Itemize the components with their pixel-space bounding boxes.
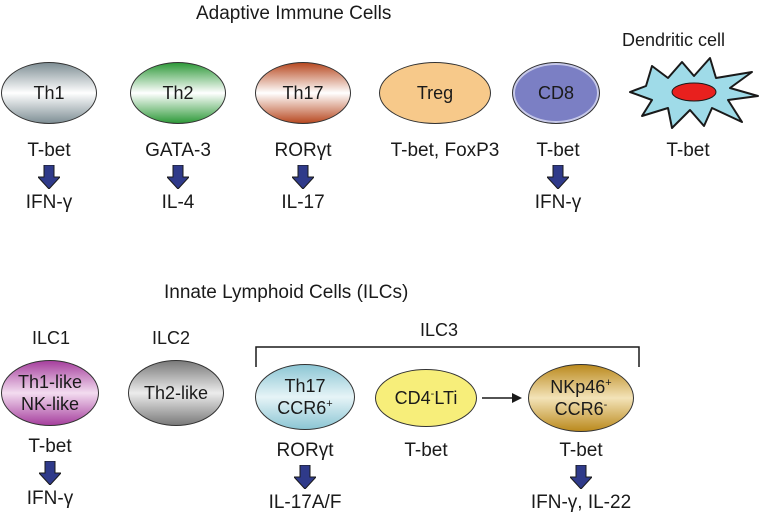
ilc3-bracket <box>255 346 640 367</box>
nkp46-tf: T-bet <box>559 440 603 461</box>
nkp46-line1-sup: + <box>605 377 612 389</box>
ilc3-th17-cytokine: IL-17A/F <box>268 492 342 513</box>
dendritic-nucleus <box>671 82 717 102</box>
ilc3-th17-tf: RORγt <box>276 440 334 461</box>
ilc1-line2: NK-like <box>20 394 79 414</box>
dendritic-tf: T-bet <box>666 140 710 161</box>
ilc3-th17-cell: Th17 CCR6+ <box>255 364 355 430</box>
ilc3-th17-line1: Th17 <box>284 376 326 396</box>
nkp46-cytokine: IFN-γ, IL-22 <box>530 492 632 513</box>
ilc1-tf: T-bet <box>28 436 72 457</box>
lti-pre: CD4 <box>394 388 431 408</box>
ilc1-group-label: ILC1 <box>32 328 71 348</box>
th2-arrow-icon <box>167 165 189 189</box>
nkp46-cell: NKp46+ CCR6- <box>528 364 634 432</box>
cd8-label: CD8 <box>537 83 574 103</box>
ilc1-cell: Th1-like NK-like <box>1 360 99 426</box>
th1-label: Th1 <box>33 83 65 103</box>
nkp46-line1: NKp46 <box>550 377 606 397</box>
ilc2-cell: Th2-like <box>128 360 224 426</box>
th2-label: Th2 <box>162 83 194 103</box>
lti-sup: - <box>430 388 435 400</box>
lti-cell: CD4-LTi <box>375 369 477 427</box>
ilc2-line1: Th2-like <box>143 383 209 403</box>
ilc1-arrow-icon <box>39 461 61 485</box>
ilc3-th17-line2-sup: + <box>326 398 333 410</box>
lti-tf: T-bet <box>404 440 448 461</box>
th17-tf: RORγt <box>274 140 332 161</box>
treg-tf: T-bet, FoxP3 <box>390 140 500 161</box>
ilc2-group-label: ILC2 <box>152 328 191 348</box>
ilc3-th17-line2: CCR6 <box>277 398 327 418</box>
th17-cell: Th17 <box>255 62 351 124</box>
th17-cytokine: IL-17 <box>281 192 325 213</box>
th1-cell: Th1 <box>1 62 97 124</box>
th1-arrow-icon <box>38 165 60 189</box>
nkp46-line2: CCR6 <box>554 399 604 419</box>
nkp46-arrow-icon <box>570 465 592 489</box>
lti-post: LTi <box>434 388 458 408</box>
dendritic-title: Dendritic cell <box>622 30 726 50</box>
th1-tf: T-bet <box>27 140 71 161</box>
ilc1-cytokine: IFN-γ <box>26 488 74 509</box>
th2-cell: Th2 <box>130 62 226 124</box>
ilc3-th17-arrow-icon <box>294 465 316 489</box>
ilc3-group-label: ILC3 <box>420 320 459 340</box>
th2-cytokine: IL-4 <box>161 192 195 213</box>
cd8-cell: CD8 <box>512 62 600 124</box>
cd8-tf: T-bet <box>536 140 580 161</box>
nkp46-line2-sup: - <box>603 399 608 411</box>
treg-cell: Treg <box>379 62 491 124</box>
ilc1-line1: Th1-like <box>17 372 83 392</box>
adaptive-title: Adaptive Immune Cells <box>196 3 392 24</box>
th2-tf: GATA-3 <box>145 140 211 161</box>
th17-arrow-icon <box>292 165 314 189</box>
innate-title: Innate Lymphoid Cells (ILCs) <box>164 282 409 303</box>
dendritic-cell-shape <box>629 57 759 129</box>
treg-label: Treg <box>416 83 454 103</box>
cd8-cytokine: IFN-γ <box>534 192 582 213</box>
th17-label: Th17 <box>282 83 324 103</box>
cd8-arrow-icon <box>547 165 569 189</box>
th1-cytokine: IFN-γ <box>25 192 73 213</box>
lti-to-nkp-arrow-icon <box>482 393 522 403</box>
